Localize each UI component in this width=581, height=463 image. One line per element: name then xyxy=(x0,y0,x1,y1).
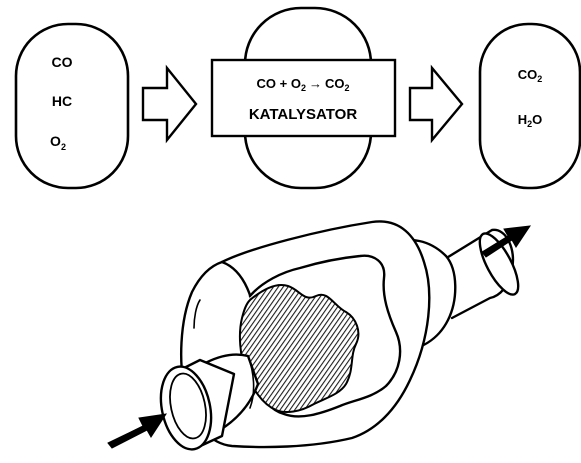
output-gases-box: CO2 H2O xyxy=(478,22,581,190)
input-gas-co: CO xyxy=(52,54,73,70)
filled-diagonal-arrow-icon xyxy=(481,225,532,258)
input-gas-hc: HC xyxy=(52,93,72,109)
catalyst-box: CO + O2→CO2 KATALYSATOR xyxy=(210,6,397,190)
filled-diagonal-arrow-icon xyxy=(107,413,168,449)
input-gases-box: CO HC O2 xyxy=(14,22,130,190)
catalyst-label: KATALYSATOR xyxy=(249,106,358,123)
catalytic-converter-illustration xyxy=(159,220,520,451)
reaction-equation: CO + O2→CO2 xyxy=(257,76,350,93)
output-gas-co2: CO2 xyxy=(518,67,543,84)
hollow-right-arrow-icon xyxy=(141,64,198,144)
input-gas-o2: O2 xyxy=(50,133,66,152)
reaction-label-box xyxy=(210,58,397,138)
output-gas-h2o: H2O xyxy=(518,112,543,129)
hollow-right-arrow-icon xyxy=(408,64,464,144)
